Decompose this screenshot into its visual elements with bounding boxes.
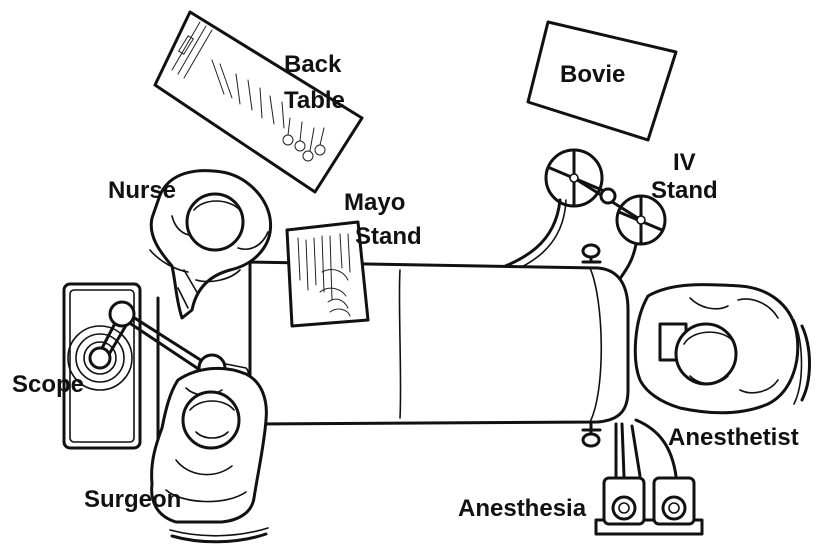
nurse-label: Nurse [108, 177, 176, 204]
back-table-label-line1: Back [284, 51, 342, 78]
back-table-label-line2: Table [284, 87, 345, 114]
iv-stand-label-line1: IV [673, 149, 696, 176]
anesthetist-label: Anesthetist [668, 424, 799, 451]
anesthetist-figure [635, 285, 809, 413]
surgeon-label: Surgeon [84, 486, 181, 513]
iv-stand-label-line2: Stand [651, 177, 718, 204]
scope-label: Scope [12, 371, 84, 398]
mayo-stand-label-line1: Mayo [344, 189, 405, 216]
surgeon-figure [152, 368, 268, 541]
anesthesia-label: Anesthesia [458, 495, 587, 522]
mayo-stand-label-line2: Stand [355, 223, 422, 250]
bovie-label: Bovie [560, 61, 625, 88]
